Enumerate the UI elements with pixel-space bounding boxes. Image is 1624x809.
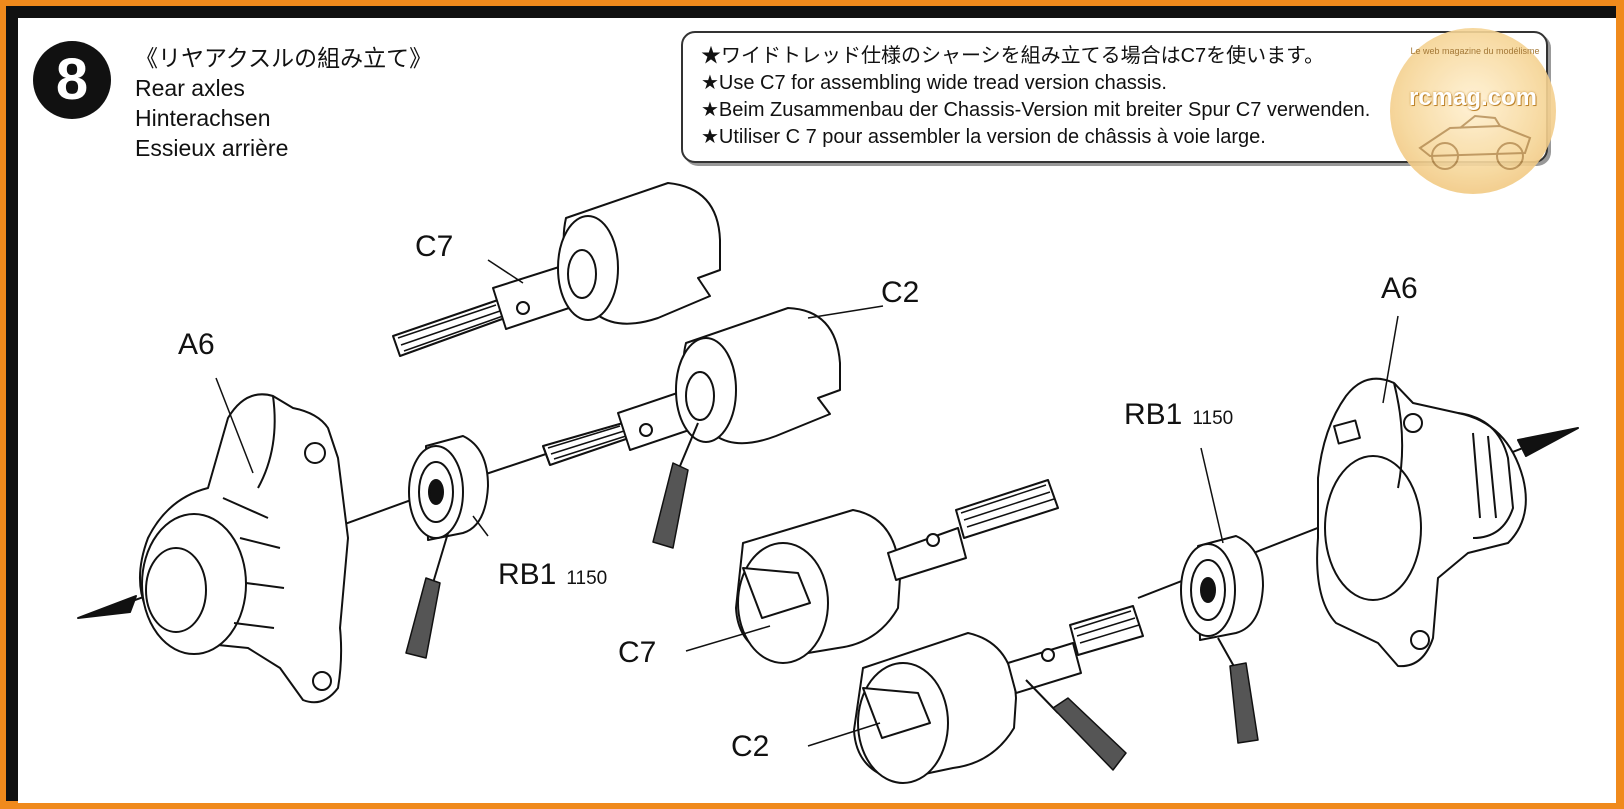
label-c7-bottom: C7	[618, 636, 657, 669]
rb1-left-number: 1150	[566, 568, 608, 589]
grease-brush-icon	[405, 532, 449, 659]
title-french: Essieux arrière	[135, 135, 289, 161]
label-rb1-right: RB1 1150	[1124, 398, 1233, 432]
c2-middle-drive-cup	[542, 307, 841, 466]
label-c7-top: C7	[415, 230, 454, 263]
grease-brush-icon	[1217, 637, 1259, 744]
label-c2-bottom: C2	[731, 730, 770, 763]
rb1-right-code: RB1	[1124, 398, 1183, 431]
watermark-text: rcmag.com	[1408, 84, 1538, 111]
title-english: Rear axles	[135, 75, 245, 101]
rcmag-watermark-logo: Le web magazine du modélisme rcmag.com	[1390, 28, 1556, 194]
grease-brush-icon	[1025, 679, 1127, 771]
leader-lines	[215, 259, 1399, 747]
left-axis-arrow-icon	[77, 595, 137, 619]
buggy-icon	[1418, 114, 1532, 170]
label-c2-top: C2	[881, 276, 920, 309]
note-german: ★Beim Zusammenbau der Chassis-Version mi…	[701, 99, 1371, 121]
step-title-block: 《リヤアクスルの組み立て》 Rear axles Hinterachsen Es…	[135, 43, 432, 163]
page-frame: 8 《リヤアクスルの組み立て》 Rear axles Hinterachsen …	[6, 6, 1616, 803]
rb1-left-bearing	[408, 435, 489, 541]
rb1-right-number: 1150	[1192, 408, 1234, 429]
note-french: ★Utiliser C 7 pour assembler la version …	[701, 126, 1266, 148]
label-rb1-left: RB1 1150	[498, 558, 607, 592]
c7-lower-drive-cup	[735, 479, 1059, 664]
grease-brushes	[405, 422, 1259, 771]
watermark-arc-text: Le web magazine du modélisme	[1410, 46, 1540, 56]
label-a6-right: A6	[1381, 272, 1418, 305]
label-a6-left: A6	[178, 328, 215, 361]
title-japanese: 《リヤアクスルの組み立て》	[135, 45, 433, 71]
a6-left-hub-carrier	[138, 393, 349, 704]
title-german: Hinterachsen	[135, 105, 271, 131]
note-english: ★Use C7 for assembling wide tread versio…	[701, 72, 1167, 94]
right-axis-arrow-icon	[1517, 427, 1579, 457]
c7-top-drive-cup	[392, 182, 721, 357]
a6-right-hub-carrier	[1316, 377, 1527, 668]
note-japanese: ★ワイドトレッド仕様のシャーシを組み立てる場合はC7を使います。	[701, 45, 1325, 67]
rb1-left-code: RB1	[498, 558, 557, 591]
instruction-sheet: 8 《リヤアクスルの組み立て》 Rear axles Hinterachsen …	[18, 18, 1616, 803]
exploded-assembly-drawing	[77, 182, 1579, 784]
step-number-badge: 8	[33, 41, 111, 119]
grease-brush-icon	[652, 422, 699, 549]
rb1-right-bearing	[1180, 535, 1264, 641]
